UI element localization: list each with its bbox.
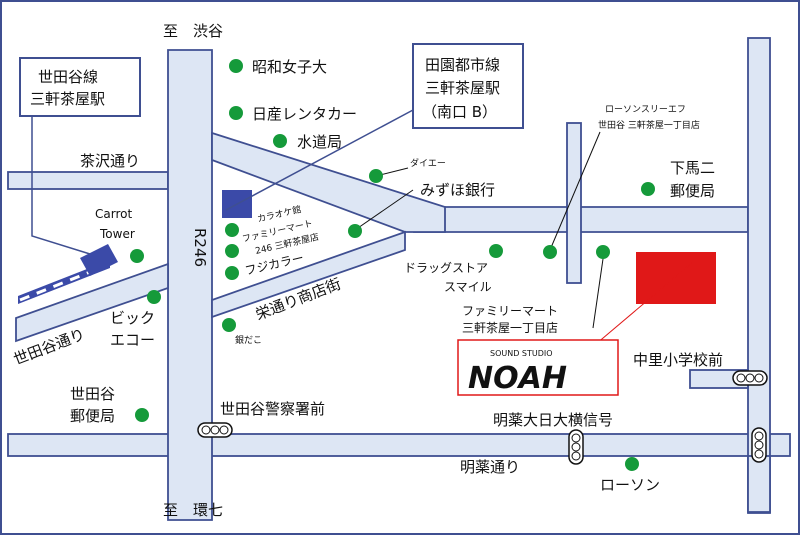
poi-setagaya-post [135, 408, 149, 422]
signal-nakasato [732, 370, 768, 386]
poi-gindako [222, 318, 236, 332]
label-waterworks: 水道局 [297, 133, 342, 151]
studio-name: NOAH [468, 361, 567, 396]
sound-studio-building [636, 252, 716, 304]
label-setagaya-post-2: 郵便局 [70, 407, 115, 425]
setagaya-line-rail [18, 244, 118, 304]
studio-noah-box [457, 339, 619, 396]
poi-familymart-246 [225, 244, 239, 258]
label-lawson-sf-branch: 世田谷 三軒茶屋一丁目店 [598, 119, 700, 131]
poi-fujicolor [225, 266, 239, 280]
label-shimouma-post-2: 郵便局 [670, 182, 715, 200]
direction-north: 至 渋谷 [163, 22, 223, 40]
setagaya-line-name: 世田谷線 [38, 68, 98, 86]
leader-lines [31, 108, 694, 345]
label-showa-univ: 昭和女子大 [252, 58, 327, 76]
label-lawson: ローソン [600, 476, 660, 494]
signal-meiyaku-left [568, 429, 584, 465]
label-familymart-1chome-branch: 三軒茶屋一丁目店 [462, 320, 558, 335]
direction-south: 至 環七 [163, 501, 223, 519]
label-bic-1: ビック [110, 309, 155, 327]
label-nissan-rental: 日産レンタカー [252, 105, 357, 123]
setagaya-line-station: 三軒茶屋駅 [30, 90, 105, 108]
poi-markers [130, 59, 655, 471]
label-nakasato: 中里小学校前 [633, 351, 723, 369]
road-r246 [167, 49, 213, 521]
road-right-lower [747, 455, 771, 513]
roads [7, 37, 791, 521]
road-meiyaku [7, 433, 791, 457]
poi-carrot-tower [130, 249, 144, 263]
denentoshi-line-exit: （南口 B） [422, 103, 497, 121]
road-label-r246: R246 [191, 228, 209, 267]
label-police: 世田谷警察署前 [220, 400, 325, 418]
road-eidori [211, 230, 406, 319]
poi-nissan-rental [229, 106, 243, 120]
poi-mizuho [348, 224, 362, 238]
label-carrot: Carrot [95, 207, 132, 221]
denentoshi-line-station: 三軒茶屋駅 [425, 79, 500, 97]
road-label-chazawa: 茶沢通り [80, 152, 140, 170]
label-shimouma-post-1: 下馬二 [670, 159, 715, 177]
label-tower: Tower [99, 227, 135, 241]
denentoshi-line-name: 田園都市線 [425, 56, 500, 74]
denentoshi-station-box [412, 43, 524, 129]
signal-police [197, 422, 233, 438]
label-lawson-sf: ローソンスリーエフ [605, 105, 686, 115]
poi-shimouma-post [641, 182, 655, 196]
road-setagaya-dori [15, 262, 169, 343]
road-label-meiyaku: 明薬通り [460, 458, 520, 476]
label-meiyaku-signal: 明薬大日大横信号 [493, 411, 613, 429]
poi-bic [147, 290, 161, 304]
label-familymart-1chome: ファミリーマート [462, 304, 558, 318]
road-small-vertical [566, 122, 582, 284]
label-daiei: ダイエー [410, 157, 446, 169]
carrot-tower-building [80, 244, 118, 276]
poi-karaoke [225, 223, 239, 237]
poi-daiei [369, 169, 383, 183]
label-mizuho: みずほ銀行 [420, 181, 495, 199]
poi-drugstore [489, 244, 503, 258]
traffic-signals [197, 370, 768, 465]
setagaya-line-station-box [19, 57, 141, 117]
studio-small-label: SOUND STUDIO [490, 349, 553, 358]
poi-waterworks [273, 134, 287, 148]
poi-showa-univ [229, 59, 243, 73]
label-drugstore-1: ドラッグストア [404, 261, 488, 275]
label-drugstore-2: スマイル [444, 280, 492, 294]
signal-meiyaku-right [751, 427, 767, 463]
poi-lawson-sf [543, 245, 557, 259]
poi-familymart-1chome [596, 245, 610, 259]
poi-lawson [625, 457, 639, 471]
label-setagaya-post-1: 世田谷 [70, 385, 115, 403]
label-bic-2: エコー [110, 331, 155, 349]
road-right-vertical [747, 37, 771, 514]
label-gindako: 銀だこ [235, 334, 262, 346]
